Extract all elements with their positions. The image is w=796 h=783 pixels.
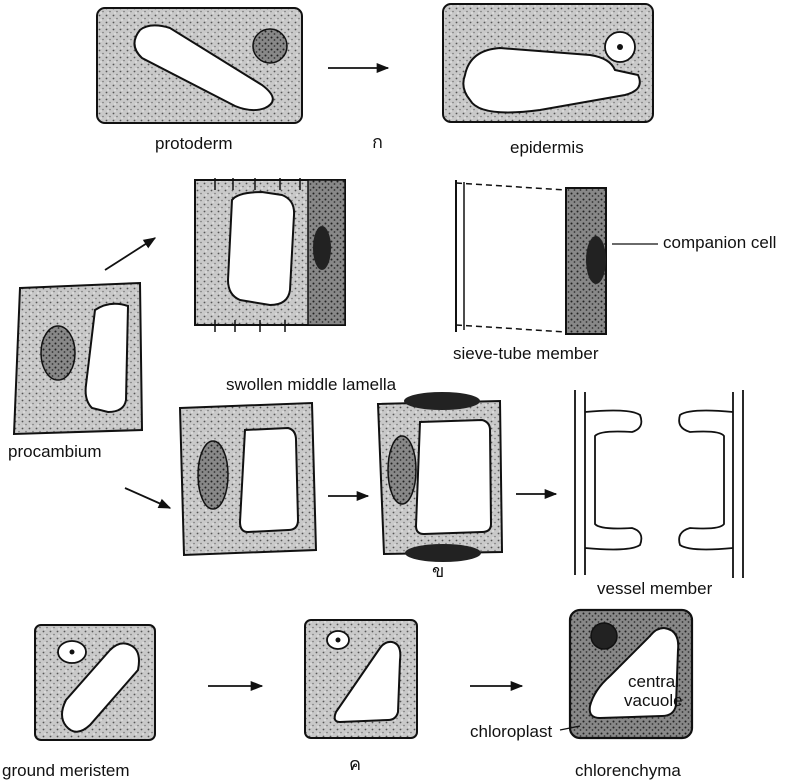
ground-intermediate-cell	[305, 620, 417, 738]
label-mark-b: ข	[432, 563, 444, 581]
label-companion-cell: companion cell	[663, 234, 776, 251]
developing-sieve-tube-cell	[195, 178, 345, 332]
companion-cell-nucleus	[586, 236, 606, 284]
procambium-cell	[14, 283, 142, 434]
label-chloroplast: chloroplast	[470, 723, 552, 740]
swollen-lamella-bottom	[405, 544, 481, 562]
label-sieve-tube-member: sieve-tube member	[453, 345, 599, 362]
label-mark-c: ค	[349, 756, 361, 774]
label-epidermis: epidermis	[510, 139, 584, 156]
label-ground-meristem: ground meristem	[2, 762, 130, 779]
swollen-lamella-top	[404, 392, 480, 410]
protoderm-cell	[97, 8, 302, 123]
vessel-member	[575, 390, 743, 578]
label-mark-a: ก	[372, 134, 383, 152]
developing-companion-nucleus	[313, 226, 331, 270]
xylem-stage-2-cell	[378, 392, 502, 562]
xylem-stage-1-cell	[180, 403, 316, 555]
arrow-procambium-up	[105, 238, 155, 270]
protoderm-nucleus	[253, 29, 287, 63]
label-central-vacuole-line1: central	[628, 673, 679, 690]
sieve-tube-member	[456, 180, 658, 334]
arrow-procambium-down	[125, 488, 170, 508]
label-vessel-member: vessel member	[597, 580, 712, 597]
label-procambium: procambium	[8, 443, 102, 460]
label-chlorenchyma: chlorenchyma	[575, 762, 681, 779]
label-protoderm: protoderm	[155, 135, 232, 152]
epidermis-cell	[443, 4, 653, 122]
label-central-vacuole-line2: vacuole	[624, 692, 683, 709]
ground-meristem-cell	[35, 625, 155, 740]
procambium-nucleus	[41, 326, 75, 380]
label-swollen-middle-lamella: swollen middle lamella	[226, 376, 396, 393]
